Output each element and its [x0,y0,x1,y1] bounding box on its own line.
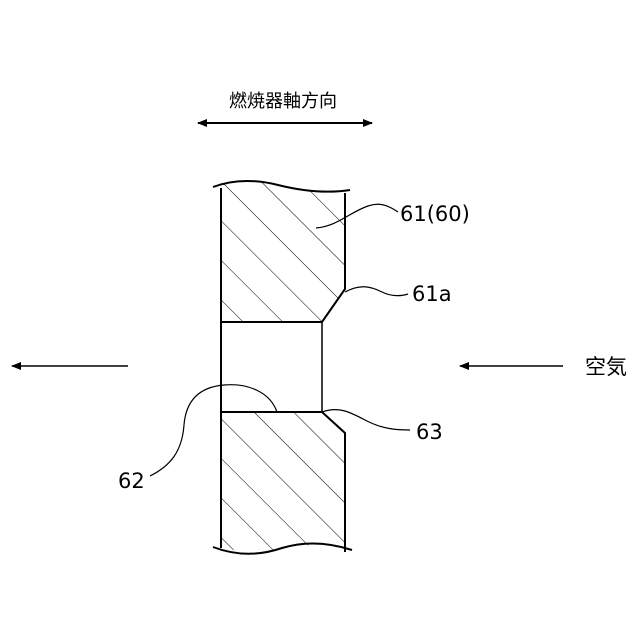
wall-upper-section [213,181,350,322]
label-63: 63 [416,420,443,444]
label-61a: 61a [412,282,452,306]
label-62: 62 [118,469,145,493]
label-61-60: 61(60) [400,202,470,226]
leader-61a [345,287,408,296]
air-label: 空気 [585,355,627,379]
wall-lower-section [221,412,345,552]
axial-direction-label: 燃焼器軸方向 [229,91,337,112]
